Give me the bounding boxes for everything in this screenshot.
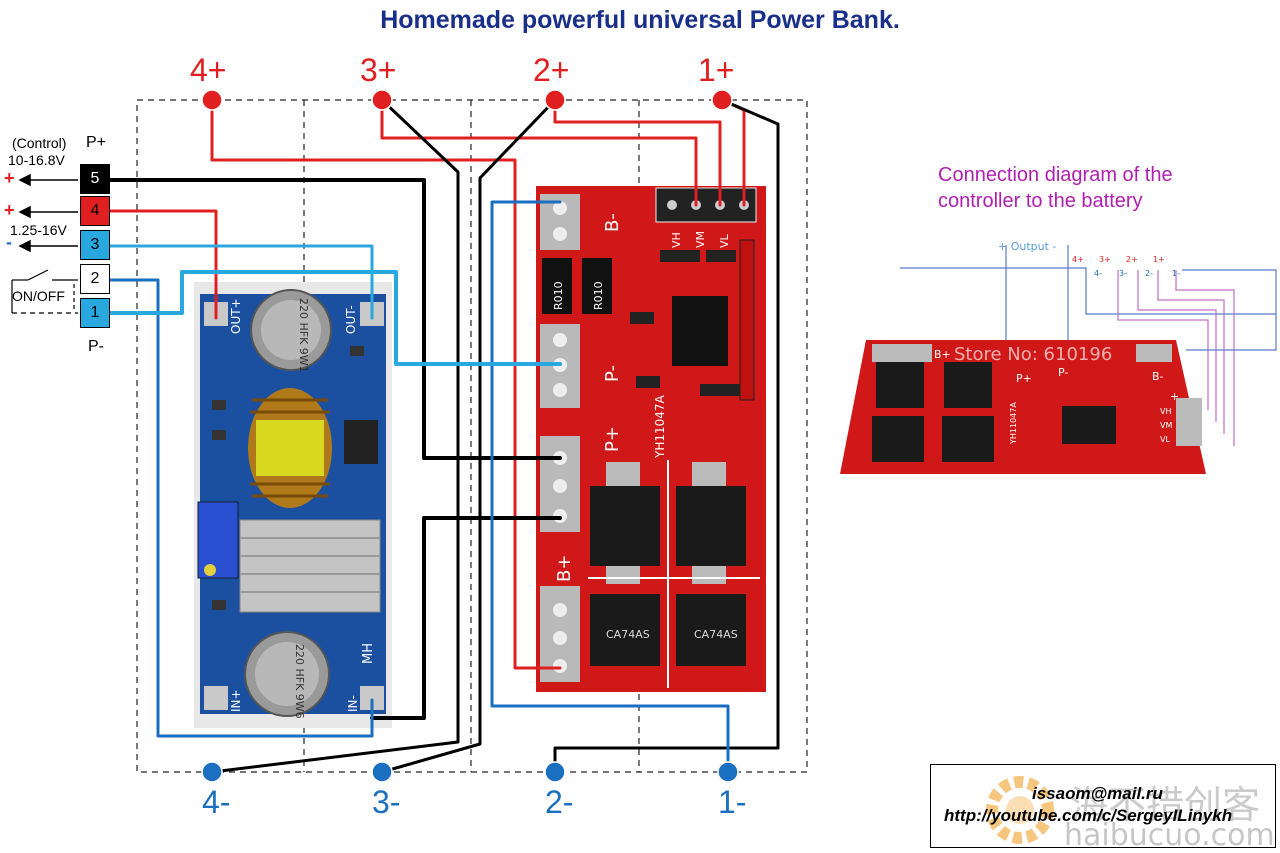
connector-pin-4: 4 — [80, 196, 110, 226]
wire-pin1 — [108, 270, 562, 366]
wire-1plus-to-2minus — [553, 98, 780, 774]
connection-diagram-inset: 4+ 3+ 2+ 1+ 4- 3- 2- 1- + Output - B+ P+… — [840, 240, 1277, 474]
inset-cell-1plus: 1+ — [1153, 255, 1165, 264]
on-off-switch — [11, 269, 78, 314]
wire-3plus — [380, 98, 698, 207]
connector-top-label: P+ — [86, 134, 107, 151]
inset-output-label: + Output - — [998, 240, 1056, 253]
control-label: (Control) — [12, 135, 67, 151]
connection-diagram-caption: Connection diagram of the controller to … — [938, 162, 1238, 214]
cell-label-1minus: 1- — [718, 784, 747, 820]
buck-board-mark: MH — [361, 643, 376, 664]
buck-in-minus-label: IN- — [346, 695, 360, 712]
buck-out-minus-label: OUT- — [344, 305, 358, 334]
connector-pin-1: 1 — [80, 298, 110, 328]
output-minus-sign: - — [6, 232, 12, 252]
bms-model-label: YH11047A — [653, 394, 667, 459]
bms-vh-label: VH — [670, 232, 683, 248]
contact-youtube-link[interactable]: http://youtube.com/c/SergeyILinykh — [944, 806, 1233, 825]
bms-b-plus-label: B+ — [554, 555, 575, 582]
contact-email-link[interactable]: issaom@mail.ru — [1032, 784, 1163, 803]
inset-board-vm: VM — [1160, 421, 1172, 430]
bms-resistor-label-2: R010 — [592, 281, 605, 310]
cell-label-4plus: 4+ — [190, 52, 227, 88]
buck-cap-bottom-label: 220 HFK 9W6 — [293, 644, 306, 719]
wire-pin4 — [108, 209, 218, 320]
page-title: Homemade powerful universal Power Bank. — [380, 6, 900, 34]
inset-cell-4minus: 4- — [1094, 269, 1102, 278]
connector-pin-2: 2 — [80, 264, 110, 294]
inset-cell-3plus: 3+ — [1099, 255, 1111, 264]
inset-cell-2minus: 2- — [1145, 269, 1153, 278]
bms-mosfet-label: CA74AS — [694, 628, 738, 641]
cell-label-2plus: 2+ — [533, 52, 570, 88]
bms-board — [536, 186, 766, 692]
cell-label-1plus: 1+ — [698, 52, 735, 88]
bms-vm-label: VM — [694, 231, 707, 248]
inset-board-vh: VH — [1160, 407, 1172, 416]
connector-bottom-label: P- — [88, 338, 104, 355]
buck-converter-board — [194, 282, 392, 728]
cell-label-3plus: 3+ — [360, 52, 397, 88]
watermark-domain: haibucuo.com — [1064, 818, 1275, 853]
bms-p-plus-label: P+ — [602, 426, 623, 452]
buck-cap-top-label: 220 HFK 9W1 — [297, 298, 310, 373]
wire-pin3 — [108, 244, 374, 320]
cell-terminals-minus — [201, 761, 739, 783]
cell-label-2minus: 2- — [545, 784, 574, 820]
inset-board-plus: + — [1170, 390, 1179, 403]
caption-line-1: Connection diagram of the — [938, 164, 1173, 186]
wire-b-minus — [490, 200, 730, 774]
inset-board-p-minus: P- — [1058, 366, 1068, 379]
bms-vl-label: VL — [718, 233, 731, 248]
bms-b-minus-label: B- — [602, 213, 623, 232]
output-range-label: 1.25-16V — [10, 222, 67, 238]
wire-3plus-to-4minus — [210, 98, 460, 774]
inset-cell-4plus: 4+ — [1072, 255, 1084, 264]
bms-mosfet-label-2: CA74AS — [606, 628, 650, 641]
cell-label-4minus: 4- — [202, 784, 231, 820]
caption-line-2: controller to the battery — [938, 190, 1143, 212]
inset-store-watermark: Store No: 610196 — [954, 344, 1112, 365]
cell-label-3minus: 3- — [372, 784, 401, 820]
bms-p-minus-label: P- — [602, 365, 623, 382]
wire-2plus — [553, 98, 722, 207]
inset-board-model: YH11047A — [1009, 402, 1018, 445]
connector-pin-5: 5 — [80, 164, 110, 194]
wire-pin2 — [108, 278, 374, 738]
watermark-chinese: 海不措创客 — [1070, 783, 1261, 827]
bms-resistor-label-1: R010 — [552, 281, 565, 310]
wire-in-minus — [370, 516, 562, 720]
buck-in-plus-label: IN+ — [229, 689, 243, 712]
inset-board-p-plus: P+ — [1016, 372, 1032, 385]
control-plus-sign: + — [4, 168, 15, 188]
inset-board-vl: VL — [1160, 435, 1170, 444]
wire-2plus-to-3minus — [380, 98, 557, 774]
inset-cell-2plus: 2+ — [1126, 255, 1138, 264]
cell-terminals-plus — [201, 89, 733, 111]
output-plus-sign: + — [4, 200, 15, 220]
control-range-label: 10-16.8V — [8, 152, 65, 168]
inset-board-b-plus: B+ — [934, 348, 951, 361]
contact-box — [930, 764, 1276, 848]
inset-cell-3minus: 3- — [1119, 269, 1127, 278]
connector-pin-3: 3 — [80, 230, 110, 260]
inset-board-b-minus: B- — [1152, 370, 1164, 383]
inset-cell-1minus: 1- — [1172, 269, 1180, 278]
buck-out-plus-label: OUT+ — [229, 298, 243, 334]
switch-label: ON/OFF — [12, 288, 65, 304]
gear-logo-icon — [986, 776, 1054, 844]
wire-4plus — [210, 98, 562, 670]
